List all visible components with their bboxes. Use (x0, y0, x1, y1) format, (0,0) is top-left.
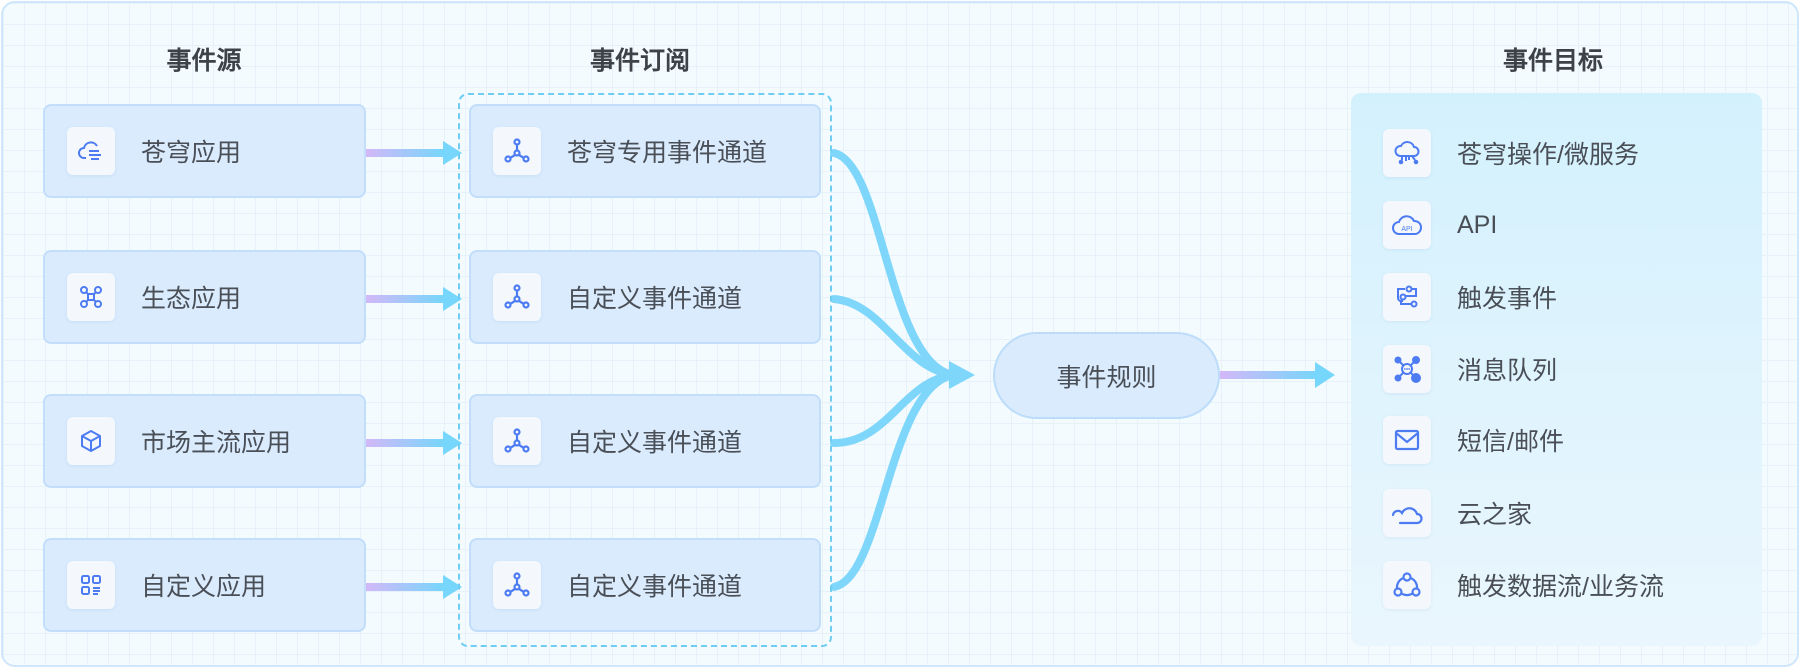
source-item[interactable]: 自定义应用 (43, 538, 366, 632)
arrow-2 (366, 287, 462, 311)
target-label: 触发事件 (1457, 285, 1558, 313)
source-item[interactable]: 市场主流应用 (43, 394, 366, 488)
target-label: API (1457, 210, 1498, 239)
merge-curves (830, 149, 957, 591)
source-item[interactable]: 生态应用 (43, 250, 366, 344)
targets-title: 事件目标 (1502, 47, 1604, 75)
target-item[interactable]: 苍穹操作/微服务 (1383, 129, 1639, 177)
arrow-3 (366, 431, 462, 455)
targets-panel: 苍穹操作/微服务 API API 触发事件 消息队列 短信/邮件 云之家 触发数… (1351, 93, 1762, 646)
network-nodes-icon (67, 273, 115, 321)
connectors (366, 141, 1335, 599)
source-item[interactable]: 苍穹应用 (43, 104, 366, 198)
subscription-group (458, 93, 832, 647)
target-item[interactable]: 触发数据流/业务流 (1383, 561, 1664, 609)
event-rule-label: 事件规则 (1056, 363, 1157, 392)
target-label: 云之家 (1457, 501, 1533, 529)
rule-arrowhead (949, 361, 975, 389)
mail-icon (1383, 416, 1431, 464)
subscriptions-title: 事件订阅 (589, 47, 691, 75)
svg-text:API: API (1401, 226, 1412, 233)
sources-title: 事件源 (166, 47, 242, 75)
target-item[interactable]: 云之家 (1383, 489, 1532, 537)
channel-hub-icon (493, 127, 541, 175)
target-item[interactable]: API API (1383, 201, 1497, 249)
cube-icon (67, 417, 115, 465)
target-item[interactable]: 触发事件 (1383, 273, 1557, 321)
app-grid-icon (67, 561, 115, 609)
channel-label: 自定义事件通道 (567, 285, 743, 313)
cloud-service-icon (1383, 129, 1431, 177)
message-queue-icon (1383, 345, 1431, 393)
target-label: 苍穹操作/微服务 (1457, 141, 1639, 169)
event-rule[interactable]: 事件规则 (993, 332, 1220, 419)
source-label: 生态应用 (141, 285, 242, 313)
channel-label: 苍穹专用事件通道 (567, 139, 768, 167)
channel-item[interactable]: 自定义事件通道 (469, 538, 821, 632)
channel-item[interactable]: 自定义事件通道 (469, 394, 821, 488)
source-arrows (366, 141, 462, 599)
source-label: 自定义应用 (141, 573, 267, 601)
target-label: 触发数据流/业务流 (1457, 573, 1664, 601)
cloud-transfer-icon (67, 127, 115, 175)
rule-to-targets-arrow (1220, 362, 1335, 388)
channel-hub-icon (493, 417, 541, 465)
channel-hub-icon (493, 273, 541, 321)
cloud-icon (1383, 489, 1431, 537)
api-cloud-icon: API (1383, 201, 1431, 249)
source-label: 市场主流应用 (141, 429, 292, 457)
channel-item[interactable]: 自定义事件通道 (469, 250, 821, 344)
arrow-1 (366, 141, 462, 165)
trigger-flow-icon (1383, 273, 1431, 321)
source-label: 苍穹应用 (141, 139, 242, 167)
channel-label: 自定义事件通道 (567, 573, 743, 601)
workflow-icon (1383, 561, 1431, 609)
target-item[interactable]: 消息队列 (1383, 345, 1557, 393)
target-item[interactable]: 短信/邮件 (1383, 416, 1564, 464)
channel-item[interactable]: 苍穹专用事件通道 (469, 104, 821, 198)
target-label: 短信/邮件 (1457, 428, 1564, 456)
arrow-4 (366, 575, 462, 599)
channel-hub-icon (493, 561, 541, 609)
channel-label: 自定义事件通道 (567, 429, 743, 457)
target-label: 消息队列 (1457, 357, 1558, 385)
